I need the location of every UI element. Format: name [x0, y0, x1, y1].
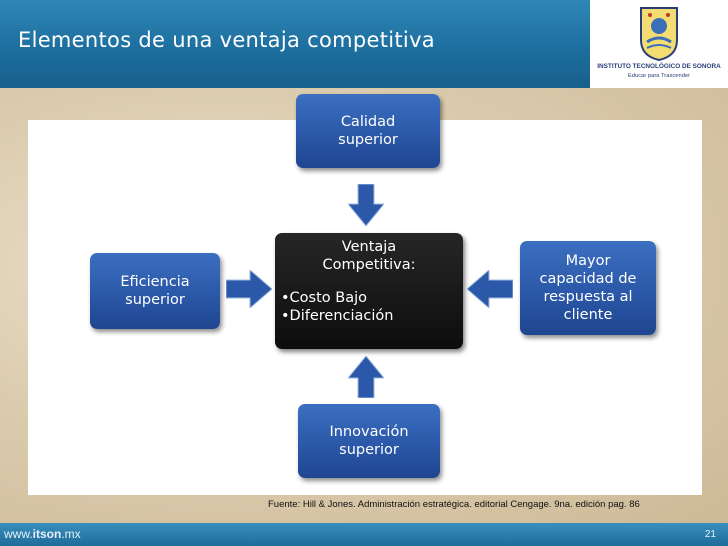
- footer-site-prefix: www.: [4, 527, 33, 541]
- center-bullet-costo: •Costo Bajo: [281, 290, 368, 306]
- arrow-left-icon: [467, 270, 513, 308]
- arrow-down-icon: [348, 184, 384, 226]
- innovacion-superior-box: Innovación superior: [298, 404, 440, 478]
- calidad-line2: superior: [338, 132, 398, 148]
- mayor-line1: Mayor: [565, 253, 611, 269]
- innovacion-line2: superior: [339, 442, 399, 458]
- arrow-up-icon: [348, 356, 384, 398]
- logo-org-name: INSTITUTO TECNOLÓGICO DE SONORA: [597, 63, 721, 70]
- page-number: 21: [704, 529, 716, 540]
- mayor-line4: cliente: [563, 307, 613, 323]
- logo-motto: Educar para Trascender: [627, 73, 691, 79]
- footer-site-brand: itson: [32, 527, 62, 541]
- mayor-line3: respuesta al: [543, 289, 633, 305]
- mayor-capacidad-box: Mayor capacidad de respuesta al cliente: [520, 241, 656, 335]
- itson-logo: INSTITUTO TECNOLÓGICO DE SONORA Educar p…: [590, 0, 728, 88]
- footer-site-suffix: .mx: [61, 527, 81, 541]
- arrow-right-icon: [226, 270, 272, 308]
- logo-emblem-icon: [640, 7, 678, 62]
- eficiencia-superior-box: Eficiencia superior: [90, 253, 220, 329]
- calidad-superior-box: Calidad superior: [296, 94, 440, 168]
- source-citation: Fuente: Hill & Jones. Administración est…: [268, 499, 640, 510]
- innovacion-line1: Innovación: [329, 424, 409, 440]
- eficiencia-line2: superior: [125, 292, 185, 308]
- footer-website[interactable]: www.itson.mx: [4, 527, 81, 541]
- center-heading1: Ventaja: [341, 239, 397, 255]
- center-heading2: Competitiva:: [322, 257, 416, 273]
- ventaja-competitiva-box: Ventaja Competitiva: •Costo Bajo •Difere…: [275, 233, 463, 349]
- center-bullet-diferenciacion: •Diferenciación: [281, 308, 394, 324]
- calidad-line1: Calidad: [340, 114, 396, 130]
- mayor-line2: capacidad de: [539, 271, 637, 287]
- eficiencia-line1: Eficiencia: [120, 274, 190, 290]
- slide-title: Elementos de una ventaja competitiva: [18, 28, 435, 52]
- slide-footer: www.itson.mx 21: [0, 523, 728, 546]
